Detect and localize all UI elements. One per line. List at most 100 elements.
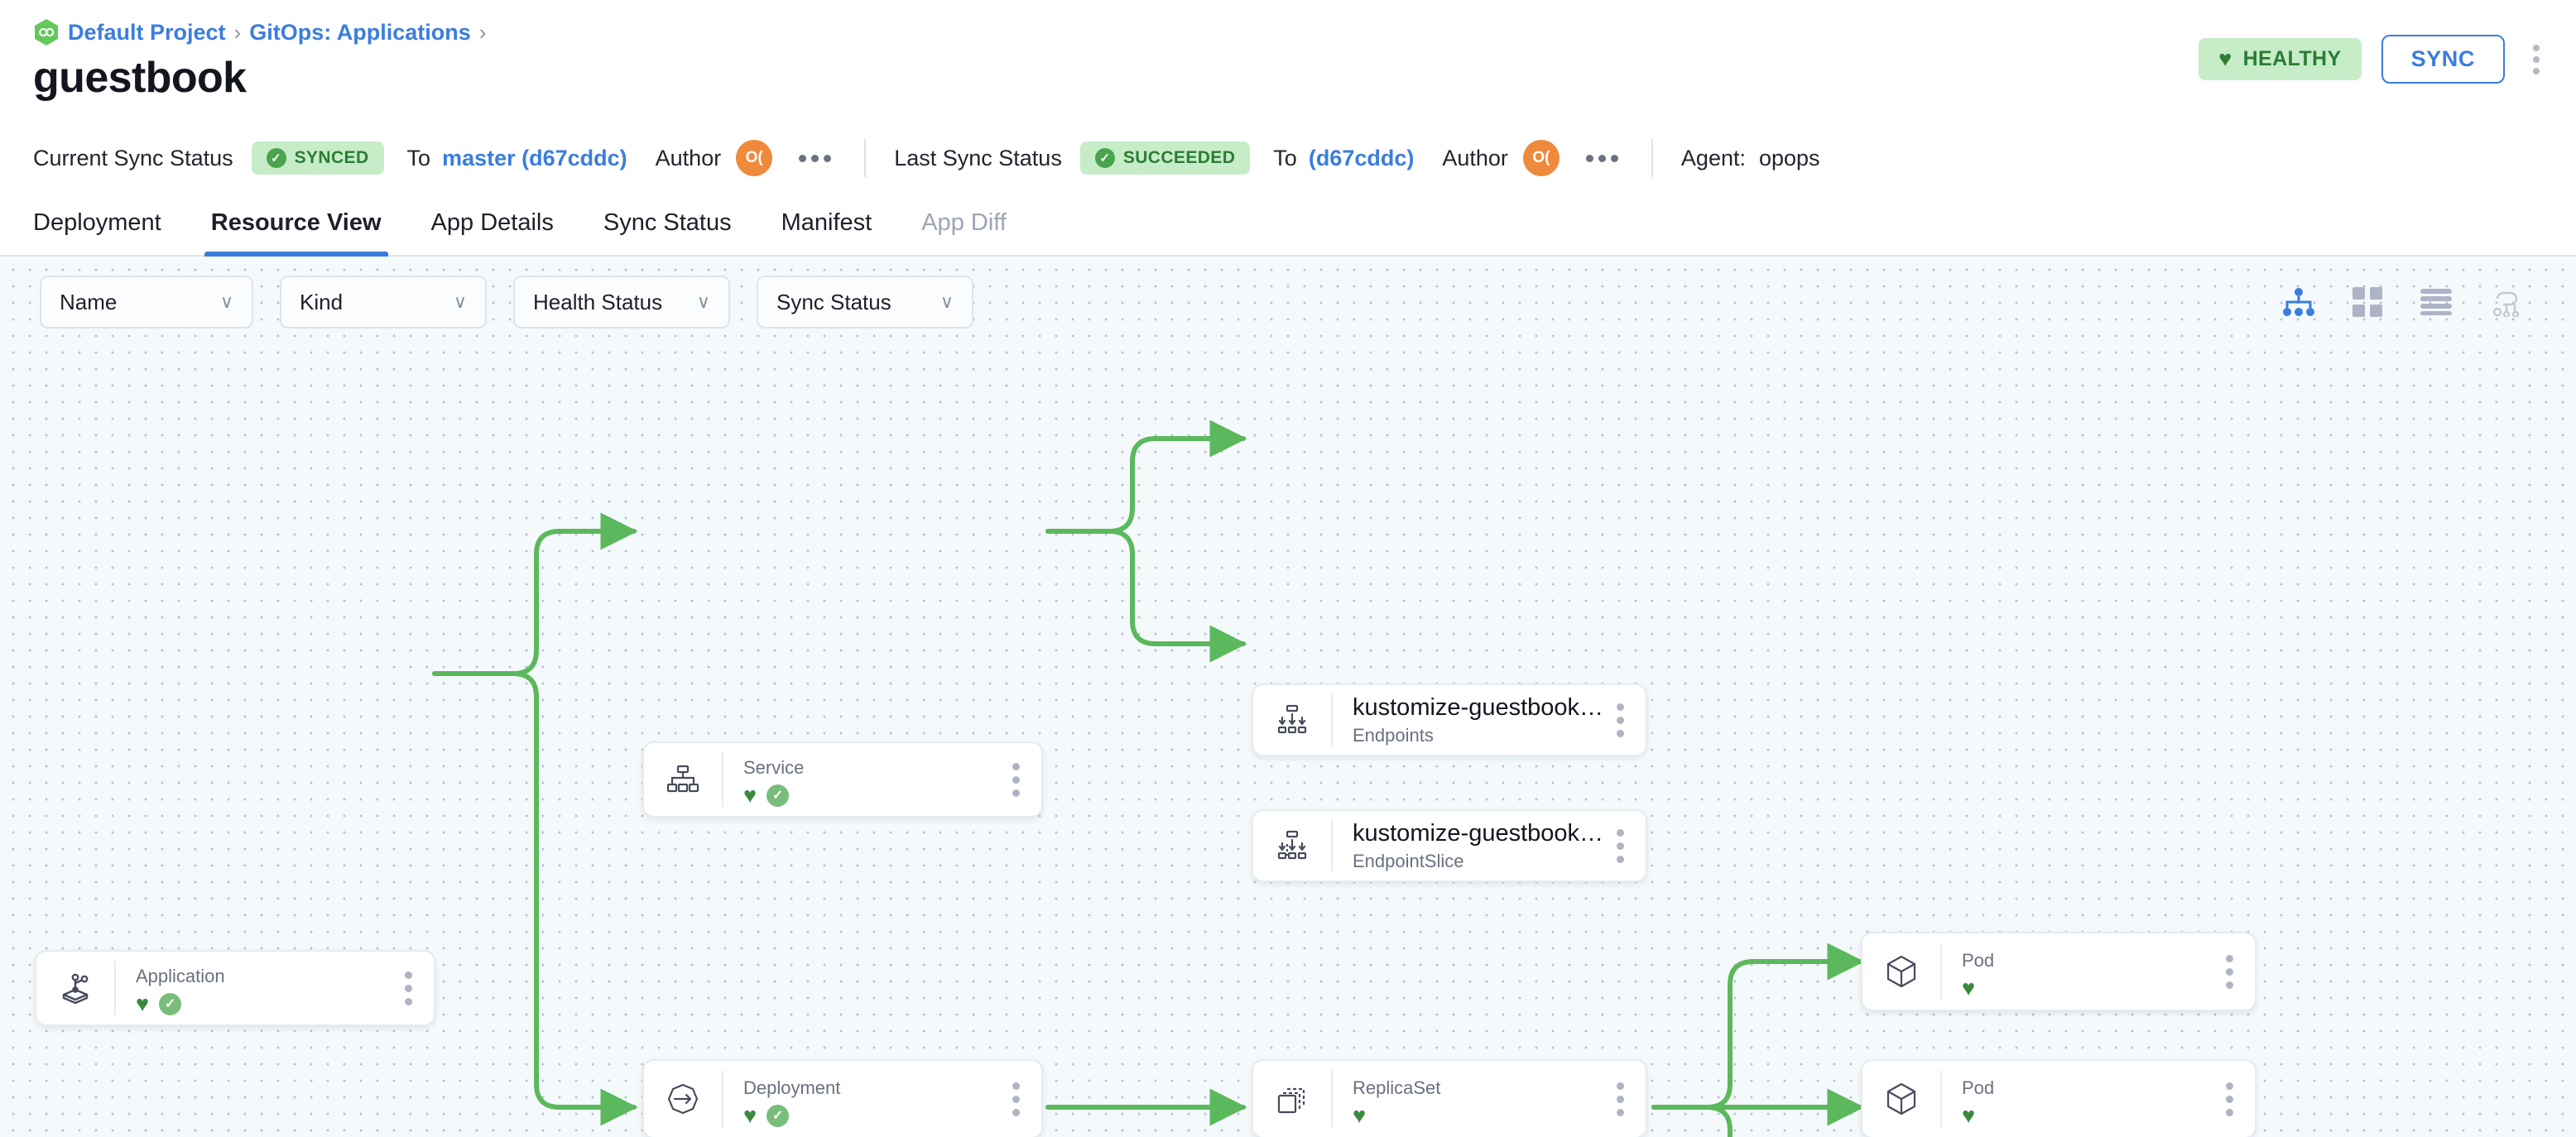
last-sync-status-chip: ✓ SUCCEEDED (1079, 142, 1251, 175)
health-status-label: HEALTHY (2242, 47, 2342, 70)
node-status: ♥ ✓ (136, 993, 393, 1016)
agent-label: Agent: (1680, 145, 1746, 170)
heart-icon: ♥ (2218, 46, 2232, 71)
node-name: kustomize-guestbook-ui (1353, 693, 1605, 720)
current-author-avatar[interactable]: O( (736, 140, 773, 176)
graph-node-endpointslice[interactable]: kustomize-guestbook-ui-… EndpointSlice (1252, 809, 1647, 882)
sync-button[interactable]: SYNC (2381, 35, 2505, 84)
node-name: kustomize-guestbook-ui-… (1962, 943, 2214, 945)
node-name: kustomize-guestbook-ui-… (1962, 1071, 2214, 1072)
node-menu-icon[interactable] (393, 971, 434, 1005)
replicaset-icon (1253, 1079, 1331, 1119)
sync-status-bar: Current Sync Status ✓ SYNCED To master (… (0, 126, 2576, 190)
synced-check-icon: ✓ (159, 993, 182, 1016)
check-circle-icon-2: ✓ (1094, 148, 1115, 168)
node-body: guestbook Application ♥ ✓ (114, 961, 393, 1016)
node-menu-icon[interactable] (2214, 954, 2255, 989)
tab-app-diff: App Diff (921, 209, 1007, 236)
node-name: kustomize-guestbook-ui-… (1353, 1071, 1605, 1072)
pod-icon (1862, 952, 1940, 991)
node-body: kustomize-guestbook-ui Service ♥ ✓ (722, 752, 1001, 808)
current-revision-link[interactable]: master (d67cddc) (442, 145, 627, 170)
tab-bar: Deployment Resource View App Details Syn… (0, 190, 2576, 257)
node-kind: Pod (1962, 949, 1995, 971)
node-menu-icon[interactable] (1001, 1082, 1041, 1116)
node-body: kustomize-guestbook-ui Deployment ♥ ✓ (722, 1070, 1001, 1129)
node-body: kustomize-guestbook-ui-… Pod ♥ (1940, 1070, 2214, 1128)
node-menu-icon[interactable] (1605, 1082, 1646, 1116)
node-kind: Deployment (743, 1077, 841, 1098)
graph-node-service[interactable]: kustomize-guestbook-ui Service ♥ ✓ (642, 741, 1043, 818)
node-body: kustomize-guestbook-ui-… ReplicaSet ♥ (1331, 1070, 1605, 1128)
node-kind: EndpointSlice (1353, 850, 1464, 871)
breadcrumb-separator-2: › (478, 19, 487, 45)
graph-node-application[interactable]: guestbook Application ♥ ✓ (35, 950, 435, 1026)
graph-node-pod-1[interactable]: kustomize-guestbook-ui-… Pod ♥ (1861, 932, 2256, 1011)
health-status-badge: ♥ HEALTHY (2199, 38, 2362, 80)
filter-health-status-select[interactable]: Health Status ∨ (513, 276, 730, 329)
node-kind: Endpoints (1353, 724, 1434, 746)
breadcrumb-separator: › (233, 19, 242, 45)
filter-sync-status-select[interactable]: Sync Status ∨ (757, 276, 973, 329)
last-sync-overflow-icon[interactable] (1581, 148, 1623, 169)
last-sync-status-value: SUCCEEDED (1122, 148, 1236, 167)
filter-health-status-label: Health Status (533, 289, 663, 314)
filter-kind-select[interactable]: Kind ∨ (280, 276, 487, 329)
node-kind: Pod (1962, 1077, 1995, 1098)
graph-node-deployment[interactable]: kustomize-guestbook-ui Deployment ♥ ✓ (642, 1059, 1043, 1137)
node-menu-icon[interactable] (1605, 828, 1646, 863)
agent-value: opops (1758, 145, 1820, 170)
current-sync-status-label: Current Sync Status (33, 145, 233, 170)
page-title: guestbook (33, 54, 247, 102)
tab-app-details[interactable]: App Details (430, 209, 554, 236)
node-kind: Application (136, 965, 225, 986)
tab-manifest[interactable]: Manifest (781, 209, 872, 236)
tab-resource-view[interactable]: Resource View (186, 209, 406, 257)
last-revision-link[interactable]: (d67cddc) (1308, 145, 1415, 170)
chevron-down-icon-3: ∨ (696, 291, 710, 312)
grid-view-icon[interactable] (2353, 287, 2382, 317)
breadcrumb-item-default-project[interactable]: Default Project (68, 19, 226, 45)
endpoints-icon (1253, 700, 1331, 740)
heart-icon: ♥ (743, 1103, 757, 1129)
current-sync-overflow-icon[interactable] (794, 148, 836, 169)
node-status: ♥ ✓ (743, 784, 1001, 808)
breadcrumb: Default Project › GitOps: Applications › (33, 0, 2543, 46)
pod-icon (1862, 1079, 1940, 1119)
filter-bar: Name ∨ Kind ∨ Health Status ∨ Sync Statu… (0, 257, 2576, 348)
network-view-icon[interactable] (2490, 287, 2523, 317)
chevron-down-icon-4: ∨ (940, 291, 954, 312)
last-author-label: Author (1442, 145, 1508, 170)
node-status: ♥ ✓ (743, 1103, 1001, 1129)
node-menu-icon[interactable] (2214, 1082, 2255, 1116)
status-divider-1 (864, 139, 867, 177)
resource-graph-canvas[interactable]: Name ∨ Kind ∨ Health Status ∨ Sync Statu… (0, 257, 2576, 1137)
current-sync-status-value: SYNCED (294, 148, 369, 167)
graph-node-pod-2[interactable]: kustomize-guestbook-ui-… Pod ♥ (1861, 1059, 2256, 1137)
tab-deployment[interactable]: Deployment (33, 209, 161, 236)
filter-sync-status-label: Sync Status (776, 289, 892, 314)
node-status: ♥ (1962, 977, 2214, 1000)
header-actions: ♥ HEALTHY SYNC (2199, 35, 2548, 84)
list-view-icon[interactable] (2420, 289, 2452, 315)
breadcrumb-item-gitops-applications[interactable]: GitOps: Applications (249, 19, 471, 45)
graph-node-endpoints[interactable]: kustomize-guestbook-ui Endpoints (1252, 684, 1647, 756)
page-header: Default Project › GitOps: Applications ›… (0, 0, 2576, 126)
node-menu-icon[interactable] (1001, 762, 1041, 797)
synced-check-icon: ✓ (767, 1105, 790, 1128)
tab-sync-status[interactable]: Sync Status (603, 209, 732, 236)
view-toggle-group (2283, 287, 2536, 317)
header-overflow-menu-icon[interactable] (2525, 40, 2548, 79)
graph-node-replicaset[interactable]: kustomize-guestbook-ui-… ReplicaSet ♥ (1252, 1059, 1647, 1137)
node-name: kustomize-guestbook-ui-… (1353, 819, 1605, 846)
node-menu-icon[interactable] (1605, 703, 1646, 737)
node-status: ♥ (1962, 1105, 2214, 1127)
last-author-avatar[interactable]: O( (1522, 140, 1560, 176)
tree-view-icon[interactable] (2283, 288, 2314, 316)
node-body: kustomize-guestbook-ui Endpoints (1331, 693, 1605, 746)
check-circle-icon: ✓ (266, 148, 286, 168)
last-to-label: To (1273, 145, 1297, 170)
current-author-label: Author (655, 145, 722, 170)
filter-name-select[interactable]: Name ∨ (40, 276, 253, 329)
application-icon (36, 968, 114, 1008)
